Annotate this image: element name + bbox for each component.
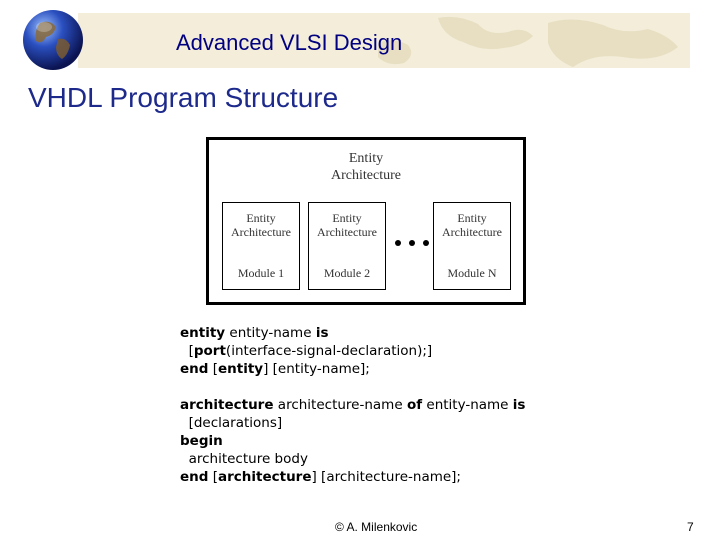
program-structure-diagram: Entity Architecture Entity Architecture … bbox=[206, 137, 526, 305]
course-title: Advanced VLSI Design bbox=[176, 30, 403, 55]
code-line: architecture body bbox=[180, 451, 308, 467]
top-entity-label: Entity bbox=[348, 151, 384, 166]
code-line: end [entity] [entity-name]; bbox=[180, 361, 370, 377]
module-architecture-label: Architecture bbox=[231, 225, 291, 239]
code-line: architecture architecture-name of entity… bbox=[180, 397, 526, 413]
code-line: entity entity-name is bbox=[180, 325, 329, 341]
vhdl-syntax-block: entity entity-name is [port(interface-si… bbox=[180, 324, 525, 486]
module-entity-label: Entity bbox=[332, 211, 362, 225]
module-name-label: Module 2 bbox=[323, 266, 371, 280]
module-architecture-label: Architecture bbox=[442, 225, 502, 239]
module-box-1: Entity Architecture Module 1 bbox=[222, 202, 300, 290]
module-box-2: Entity Architecture Module 2 bbox=[308, 202, 386, 290]
code-line: [port(interface-signal-declaration);] bbox=[180, 343, 433, 359]
ellipsis-dots bbox=[395, 240, 433, 250]
globe-logo-icon bbox=[23, 10, 83, 70]
top-level-label: Entity Architecture bbox=[209, 150, 523, 184]
module-name-label: Module 1 bbox=[237, 266, 285, 280]
code-line: end [architecture] [architecture-name]; bbox=[180, 469, 461, 485]
world-map-background bbox=[378, 16, 678, 68]
header-banner bbox=[78, 13, 690, 68]
module-entity-label: Entity bbox=[246, 211, 276, 225]
module-box-n: Entity Architecture Module N bbox=[433, 202, 511, 290]
code-line: begin bbox=[180, 433, 223, 449]
code-line: [declarations] bbox=[180, 415, 283, 431]
module-name-label: Module N bbox=[447, 266, 497, 280]
slide-title: VHDL Program Structure bbox=[28, 82, 339, 113]
footer-author: © A. Milenkovic bbox=[335, 520, 418, 534]
page-number: 7 bbox=[687, 520, 694, 534]
module-entity-label: Entity bbox=[457, 211, 487, 225]
module-architecture-label: Architecture bbox=[317, 225, 377, 239]
top-architecture-label: Architecture bbox=[331, 168, 401, 183]
